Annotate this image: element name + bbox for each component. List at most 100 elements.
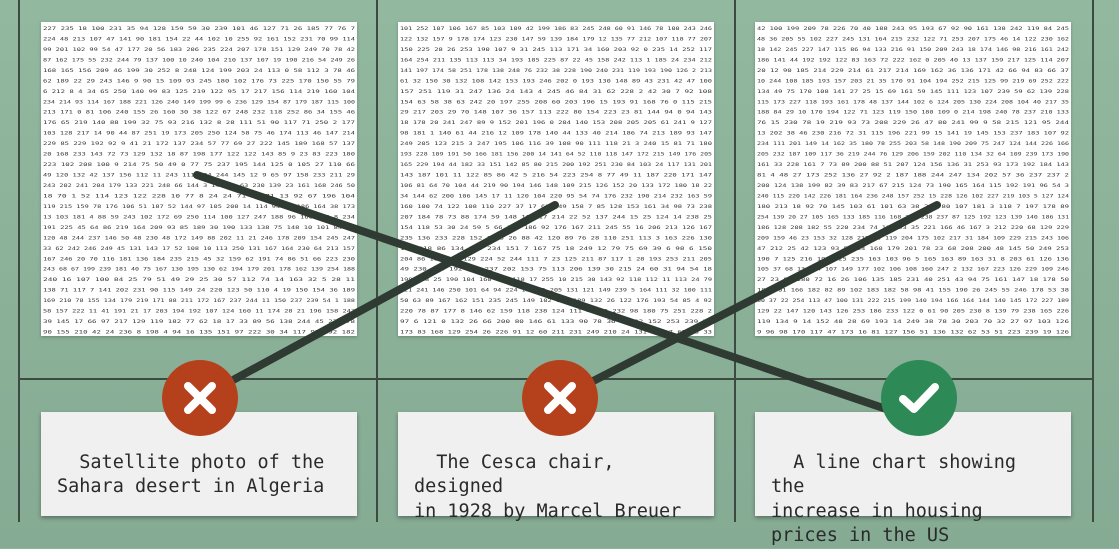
svg-text:243 68 67 199 239 181 40 7: 243 68 67 199 239 181 40 75 167 130 195 … [43,267,355,273]
svg-text:186 141 44 192 192 122 83 16: 186 141 44 192 192 122 83 163 72 222 162… [757,57,1069,63]
svg-text:98 181 1 140 61 44 216 12: 98 181 1 140 61 44 216 12 109 178 140 44… [400,131,712,137]
svg-text:97 6 121 0 132 26 66 200: 97 6 121 0 132 26 66 200 80 146 61 133 9… [400,319,712,325]
svg-text:165 229 194 44 182 33 151 14: 165 229 194 44 182 33 151 142 85 80 215 … [400,162,712,168]
svg-text:154 118 53 30 24 59 5 6: 154 118 53 30 24 59 5 66 150 186 92 176 … [400,225,712,231]
svg-text:234 214 93 114 167 188 221 12: 234 214 93 114 167 188 221 126 240 149 1… [43,99,355,105]
svg-text:154 63 58 38 63 242 20 19: 154 63 58 38 63 242 20 197 255 208 60 20… [400,99,712,105]
svg-text:150 225 28 26 253 190 107: 150 225 28 26 253 190 107 9 31 245 113 1… [400,47,712,53]
svg-text:18 70 1 52 114 123 122 228: 18 70 1 52 114 123 122 228 10 77 8 24 24… [43,193,355,199]
svg-text:174 218 86 134 195 234 151: 174 218 86 134 195 234 151 7 167 75 18 2… [400,246,712,252]
svg-text:42 100 199 209 78 226 70 40: 42 100 199 209 78 226 70 40 188 243 95 1… [757,26,1069,32]
svg-text:189 201 166 182 82 89 102 18: 189 201 166 182 82 89 102 183 182 58 98 … [757,288,1069,294]
grid-line [18,0,20,522]
svg-text:234 111 201 149 14 162 35 18: 234 111 201 149 14 162 35 180 78 255 203… [757,141,1069,147]
svg-text:61 32 150 30 132 108 142 153: 61 32 150 30 132 108 142 153 193 246 202… [400,78,712,84]
wrong-badge [162,360,238,436]
svg-text:224 48 213 107 47 141 90 18: 224 48 213 107 47 141 90 181 154 22 44 1… [43,36,355,42]
svg-text:99 201 102 99 54 47 177 20: 99 201 102 99 54 47 177 20 56 183 206 23… [43,47,355,53]
svg-text:129 22 147 120 143 126 253 18: 129 22 147 120 143 126 253 186 233 122 0… [757,309,1069,315]
svg-text:223 102 208 100 9 214 75 5: 223 102 208 100 9 214 75 50 49 0 77 75 2… [43,162,355,168]
svg-text:200 124 138 199 82 39 83 21: 200 124 138 199 82 39 83 217 67 215 124 … [757,183,1069,189]
x-icon [544,382,576,414]
wrong-badge [522,360,598,436]
svg-text:243 202 241 204 179 133 221 24: 243 202 241 204 179 133 221 248 66 144 3… [43,183,355,189]
svg-text:186 128 208 182 55 220 234 7: 186 128 208 182 55 220 234 74 18 193 35 … [757,225,1069,231]
svg-text:62 189 22 29 243 146 9 90: 62 189 22 29 243 146 9 90 15 109 93 245 … [43,78,355,84]
svg-text:235 136 233 228 152 1 43 2: 235 136 233 228 152 1 43 26 88 42 120 89… [400,235,712,241]
svg-text:81 4 48 27 173 252 136 27: 81 4 48 27 173 252 136 27 92 2 187 188 2… [757,173,1069,179]
svg-text:249 205 123 215 3 247 195 10: 249 205 123 215 3 247 195 106 116 39 108… [400,141,712,147]
svg-text:9 96 98 170 117 47 173 16: 9 96 98 170 117 47 173 16 81 127 156 51 … [757,330,1069,336]
svg-text:13 202 38 46 230 216 72 31: 13 202 38 46 230 216 72 31 115 196 221 9… [757,131,1069,137]
svg-text:164 254 211 135 113 113 34 19: 164 254 211 135 113 113 34 193 185 225 8… [400,57,712,63]
svg-text:122 132 157 9 178 174 123 23: 122 132 157 9 178 174 123 230 147 59 139… [400,36,712,42]
svg-text:29 217 203 29 70 148 107 36: 29 217 203 29 70 148 107 36 157 113 222 … [400,110,712,116]
svg-text:49 230 4 8 192 207 237 202: 49 230 4 8 192 207 237 202 153 75 113 20… [400,267,712,273]
svg-text:240 16 107 100 84 25 79 5: 240 16 107 100 84 25 79 51 49 29 25 30 5… [43,277,355,283]
svg-text:188 84 29 10 170 194 122 7: 188 84 29 10 170 194 122 71 123 119 150 … [757,110,1069,116]
caption-text: A line chart showing the increase in hou… [771,451,1017,547]
connector-line [556,201,941,402]
check-icon [899,383,939,413]
svg-text:227 235 18 100 231 35 94 12: 227 235 18 100 231 35 94 128 159 59 30 2… [43,26,355,32]
svg-text:34 144 62 200 106 145 17 11: 34 144 62 200 106 145 17 11 120 104 220 … [400,193,712,199]
svg-text:119 134 9 14 152 48 28 6: 119 134 9 14 152 48 28 69 193 14 249 38 … [757,319,1069,325]
connector-line [196,201,559,402]
svg-text:20 12 90 185 214 229 214 61: 20 12 90 185 214 229 214 61 217 214 169 … [757,68,1069,74]
svg-text:106 81 64 70 104 44 219 9: 106 81 64 70 104 44 219 90 194 146 148 1… [400,183,712,189]
svg-text:115 173 227 118 193 161 178 4: 115 173 227 118 193 161 178 48 137 144 1… [757,99,1069,105]
svg-text:213 171 0 81 106 240 155 2: 213 171 0 81 106 240 155 26 160 30 38 12… [43,110,355,116]
svg-text:58 157 222 11 41 191 21 17: 58 157 222 11 41 191 21 17 203 194 192 1… [43,309,355,315]
svg-text:190 7 125 216 199 125 235 16: 190 7 125 216 199 125 235 163 103 96 5 1… [757,256,1069,262]
svg-text:105 37 68 13 104 107 149 17: 105 37 68 13 104 107 149 177 102 106 108… [757,267,1069,273]
svg-text:141 197 174 58 251 178 138 24: 141 197 174 58 251 178 138 248 76 232 38… [400,68,712,74]
svg-text:47 212 25 42 123 93 50 84: 47 212 25 42 123 93 50 84 160 179 201 78… [757,246,1069,252]
svg-text:20 168 233 143 72 73 129 132: 20 168 233 143 72 73 129 132 18 87 198 1… [43,152,355,158]
svg-text:33 62 242 246 249 45 131 143: 33 62 242 246 249 45 131 143 17 52 108 1… [43,246,355,252]
svg-text:119 215 159 78 176 106 51 18: 119 215 159 78 176 106 51 187 52 144 97 … [43,204,355,210]
svg-text:101 252 107 106 167 85 103 10: 101 252 107 106 167 85 103 109 42 199 18… [400,26,712,32]
svg-text:180 213 18 92 70 145 103 6: 180 213 18 92 70 145 103 61 101 63 38 24… [757,204,1069,210]
svg-text:10 244 108 185 193 157 203 21: 10 244 108 185 193 157 203 21 35 170 91 … [757,78,1069,84]
svg-text:6 212 8 4 34 65 250 140: 6 212 8 4 34 65 250 140 99 83 125 219 12… [43,89,355,95]
svg-text:207 184 78 73 88 174 59 14: 207 184 78 73 88 174 59 148 119 17 214 2… [400,214,712,220]
svg-text:18 178 20 241 247 89 9 152: 18 178 20 241 247 89 9 152 201 196 0 204… [400,120,712,126]
caption-text: The Cesca chair, designed in 1928 by Mar… [414,451,682,522]
svg-text:76 15 230 78 19 219 93 73: 76 15 230 78 19 219 93 73 208 229 26 47 … [757,120,1069,126]
svg-text:193 228 109 191 50 166 181 15: 193 228 109 191 50 166 181 156 200 14 14… [400,152,712,158]
svg-text:199 118 25 190 104 160 173 11: 199 118 25 190 104 160 173 118 17 255 10… [400,277,712,283]
grid-line [1092,0,1094,522]
svg-text:134 49 75 170 108 141 27 2: 134 49 75 170 108 141 27 25 15 69 161 59… [757,89,1069,95]
svg-text:27 23 89 180 72 16 26 106: 27 23 89 180 72 16 26 106 135 185 231 40… [757,277,1069,283]
svg-text:138 71 117 7 141 202 231 9: 138 71 117 7 141 202 231 90 115 149 24 2… [43,288,355,294]
svg-text:173 83 168 129 254 26 226 9: 173 83 168 129 254 26 226 91 12 60 211 2… [400,330,712,336]
svg-text:120 48 244 237 146 50 48 23: 120 48 244 237 146 50 48 230 48 172 149 … [43,235,355,241]
caption-text: Satellite photo of the Sahara desert in … [57,451,325,498]
svg-text:143 187 101 11 122 85 86 4: 143 187 101 11 122 85 86 42 5 216 54 223… [400,173,712,179]
x-icon [184,382,216,414]
svg-text:48 36 205 55 102 227 245 131: 48 36 205 55 102 227 245 131 164 215 232… [757,36,1069,42]
svg-text:204 86 102 239 129 224 52 24: 204 86 102 239 129 224 52 244 111 7 23 1… [400,256,712,262]
svg-text:13 103 181 4 88 59 243 102: 13 103 181 4 88 59 243 102 172 69 250 11… [43,214,355,220]
svg-text:229 85 229 192 92 9 41 2: 229 85 229 192 92 9 41 21 172 137 234 57… [43,141,355,147]
pixel-grid-image-2: 101 252 107 106 167 85 103 109 42 199 18… [398,22,714,336]
correct-badge [881,360,957,436]
svg-text:161 33 228 161 7 73 89 20: 161 33 228 161 7 73 89 200 88 51 207 124… [757,162,1069,168]
svg-text:121 241 146 250 101 64 94 22: 121 241 146 250 101 64 94 224 194 15 205… [400,288,712,294]
grid-line [376,0,378,522]
svg-text:103 128 217 14 90 44 87 25: 103 128 217 14 90 44 87 251 19 173 205 2… [43,131,355,137]
svg-text:87 162 175 55 232 244 79 137: 87 162 175 55 232 244 79 137 100 10 240 … [43,57,355,63]
svg-text:176 65 219 140 88 199 32 7: 176 65 219 140 88 199 32 75 93 216 132 8… [43,120,355,126]
svg-text:60 37 22 254 113 47 100 131: 60 37 22 254 113 47 100 131 222 215 199 … [757,298,1069,304]
svg-text:191 225 45 64 86 219 164 20: 191 225 45 64 86 219 164 209 93 85 189 3… [43,225,355,231]
svg-text:90 155 210 42 24 236 8 198: 90 155 210 42 24 236 8 198 4 94 16 135 1… [43,330,355,336]
svg-text:39 145 17 66 97 217 129 119: 39 145 17 66 97 217 129 119 182 77 62 18… [43,319,355,325]
grid-line [734,0,736,522]
connector-line [193,171,899,416]
svg-text:240 115 220 142 226 181 164 23: 240 115 220 142 226 181 164 236 248 157 … [757,193,1069,199]
svg-text:18 142 245 227 147 115 86 94: 18 142 245 227 147 115 86 94 133 216 91 … [757,47,1069,53]
pixel-grid-image-3: 42 100 199 209 78 226 70 40 188 243 95 1… [755,22,1071,336]
pixel-values-texture: 42 100 199 209 78 226 70 40 188 243 95 1… [757,26,1069,336]
svg-text:169 210 78 155 134 179 219 17: 169 210 78 155 134 179 219 171 88 211 17… [43,298,355,304]
